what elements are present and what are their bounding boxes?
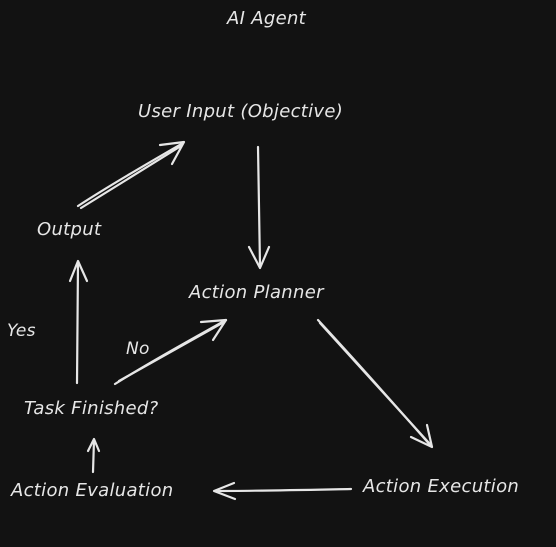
arrow-input-to-planner (247, 145, 271, 270)
diagram-title: AI Agent (227, 8, 307, 29)
node-action-evaluation: Action Evaluation (11, 480, 174, 501)
arrow-evaluation-to-task (86, 437, 101, 474)
node-action-execution: Action Execution (363, 476, 520, 497)
node-user-input: User Input (Objective) (138, 101, 344, 122)
node-action-planner: Action Planner (189, 282, 324, 303)
arrow-task-to-output (68, 259, 89, 385)
node-output: Output (37, 219, 102, 240)
arrow-execution-to-evaluation (212, 481, 353, 501)
arrow-output-to-input (76, 140, 186, 210)
edge-label-no: No (126, 339, 150, 359)
edge-label-yes: Yes (7, 321, 36, 341)
node-task-finished: Task Finished? (24, 398, 159, 419)
arrow-planner-to-execution (316, 318, 434, 449)
arrow-task-to-planner (113, 318, 228, 386)
